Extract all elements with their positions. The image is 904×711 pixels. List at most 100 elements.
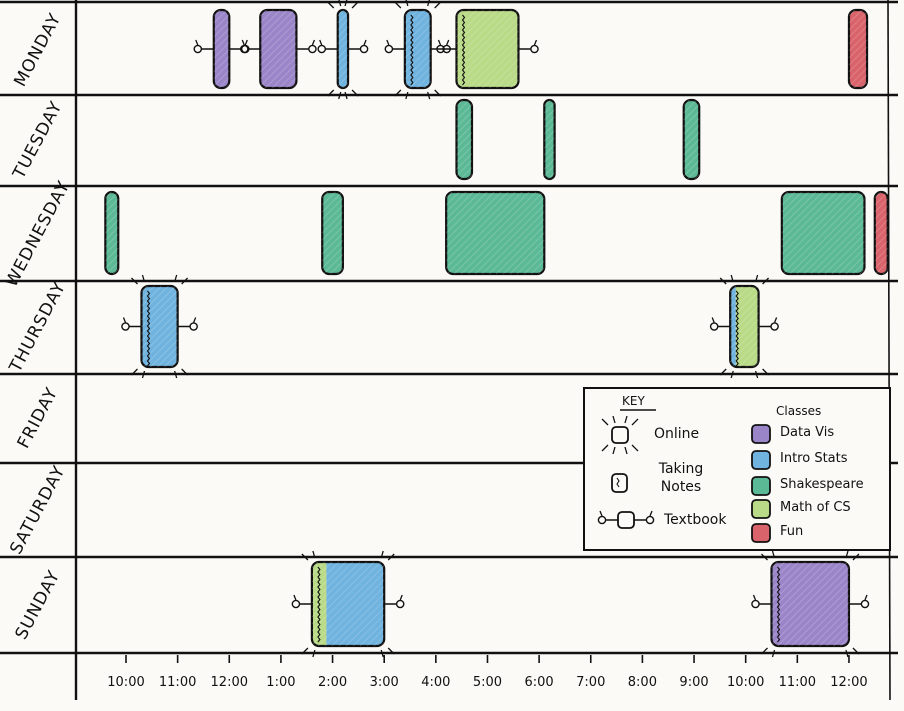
- crayon-texture: [729, 291, 759, 321]
- online-ray: [612, 415, 616, 424]
- textbook-hand: [359, 44, 369, 54]
- online-ray: [631, 418, 639, 426]
- crayon-texture: [337, 26, 349, 38]
- online-ray: [141, 370, 146, 379]
- crayon-texture: [848, 25, 868, 45]
- crayon-texture: [445, 191, 509, 255]
- crayon-texture: [456, 146, 473, 163]
- crayon-texture: [213, 14, 230, 31]
- crayon-texture: [543, 99, 551, 107]
- crayon-texture: [259, 28, 297, 66]
- crayon-texture: [336, 267, 344, 275]
- study-session: [193, 8, 250, 90]
- crayon-texture: [404, 38, 432, 66]
- time-tick-label: 12:00: [210, 675, 248, 690]
- crayon-texture: [468, 37, 519, 89]
- crayon-texture: [502, 232, 545, 275]
- notes-icon: [611, 473, 628, 493]
- crayon-texture: [456, 9, 491, 45]
- online-ray: [761, 647, 768, 655]
- crayon-texture: [456, 111, 473, 128]
- crayon-texture: [481, 211, 545, 275]
- crayon-texture: [474, 204, 545, 275]
- crayon-texture: [523, 253, 545, 275]
- online-ray: [434, 89, 442, 97]
- online-ray: [754, 274, 759, 283]
- online-ray: [730, 274, 734, 283]
- crayon-texture: [164, 353, 178, 368]
- crayon-texture: [729, 285, 737, 293]
- study-session: [321, 190, 344, 276]
- crayon-texture: [543, 123, 555, 135]
- crayon-texture: [848, 46, 868, 66]
- crayon-texture: [359, 621, 385, 647]
- crayon-texture: [104, 226, 119, 241]
- crayon-texture: [105, 261, 119, 275]
- crayon-texture: [321, 191, 336, 206]
- crayon-texture: [781, 191, 796, 206]
- crayon-texture: [543, 165, 555, 177]
- crayon-texture: [423, 80, 432, 89]
- time-tick-label: 6:00: [524, 675, 554, 690]
- crayon-texture: [729, 305, 759, 335]
- crayon-texture: [317, 579, 385, 647]
- crayon-texture: [456, 9, 484, 38]
- legend-swatch-fun: [751, 523, 771, 543]
- session-block-shakespeare: [682, 98, 701, 181]
- study-session: [780, 190, 866, 276]
- crayon-texture: [530, 260, 545, 275]
- online-ray: [351, 89, 359, 97]
- crayon-texture: [482, 51, 519, 89]
- crayon-texture: [488, 218, 545, 275]
- crayon-texture: [874, 219, 889, 234]
- online-ray: [719, 277, 727, 285]
- crayon-texture: [817, 227, 865, 275]
- crayon-texture: [781, 191, 845, 255]
- crayon-texture: [833, 630, 850, 647]
- crayon-texture: [404, 24, 432, 52]
- crayon-texture: [503, 72, 519, 89]
- time-tick-label: 1:00: [266, 675, 296, 690]
- crayon-texture: [331, 593, 385, 647]
- crayon-texture: [683, 146, 700, 163]
- study-session: [239, 8, 317, 90]
- session-block-shakespeare: [104, 190, 120, 276]
- time-tick-label: 5:00: [472, 675, 503, 690]
- online-ray: [427, 0, 431, 7]
- crayon-texture: [278, 70, 297, 89]
- legend-class-fun: Fun: [780, 524, 804, 539]
- study-session: [751, 550, 870, 658]
- online-ray: [434, 1, 442, 9]
- time-tick-label: 4:00: [421, 675, 451, 690]
- crayon-texture: [453, 191, 537, 275]
- crayon-texture: [543, 158, 555, 170]
- crayon-texture: [285, 77, 297, 89]
- online-ray: [387, 553, 395, 561]
- crayon-texture: [848, 9, 863, 24]
- crayon-texture: [771, 561, 778, 569]
- crayon-texture: [874, 240, 889, 255]
- crayon-texture: [259, 9, 288, 38]
- crayon-texture: [150, 339, 178, 368]
- textbook-hand: [711, 317, 715, 323]
- legend-swatch-stats: [751, 450, 771, 470]
- crayon-texture: [456, 118, 473, 135]
- online-ray: [845, 649, 849, 658]
- online-ray: [380, 550, 384, 559]
- online-ray: [394, 89, 402, 97]
- study-session: [455, 98, 474, 181]
- crayon-texture: [311, 561, 319, 569]
- crayon-texture: [516, 246, 545, 275]
- crayon-texture: [141, 304, 178, 342]
- crayon-texture: [456, 125, 473, 142]
- study-session: [121, 274, 198, 379]
- textbook-hand: [770, 322, 779, 331]
- textbook-hand: [709, 322, 719, 331]
- crayon-texture: [104, 191, 112, 199]
- crayon-texture: [456, 139, 473, 156]
- crayon-texture: [771, 561, 799, 590]
- crayon-texture: [537, 267, 545, 275]
- crayon-texture: [683, 104, 700, 121]
- crayon-texture: [882, 268, 889, 275]
- crayon-texture: [259, 21, 297, 59]
